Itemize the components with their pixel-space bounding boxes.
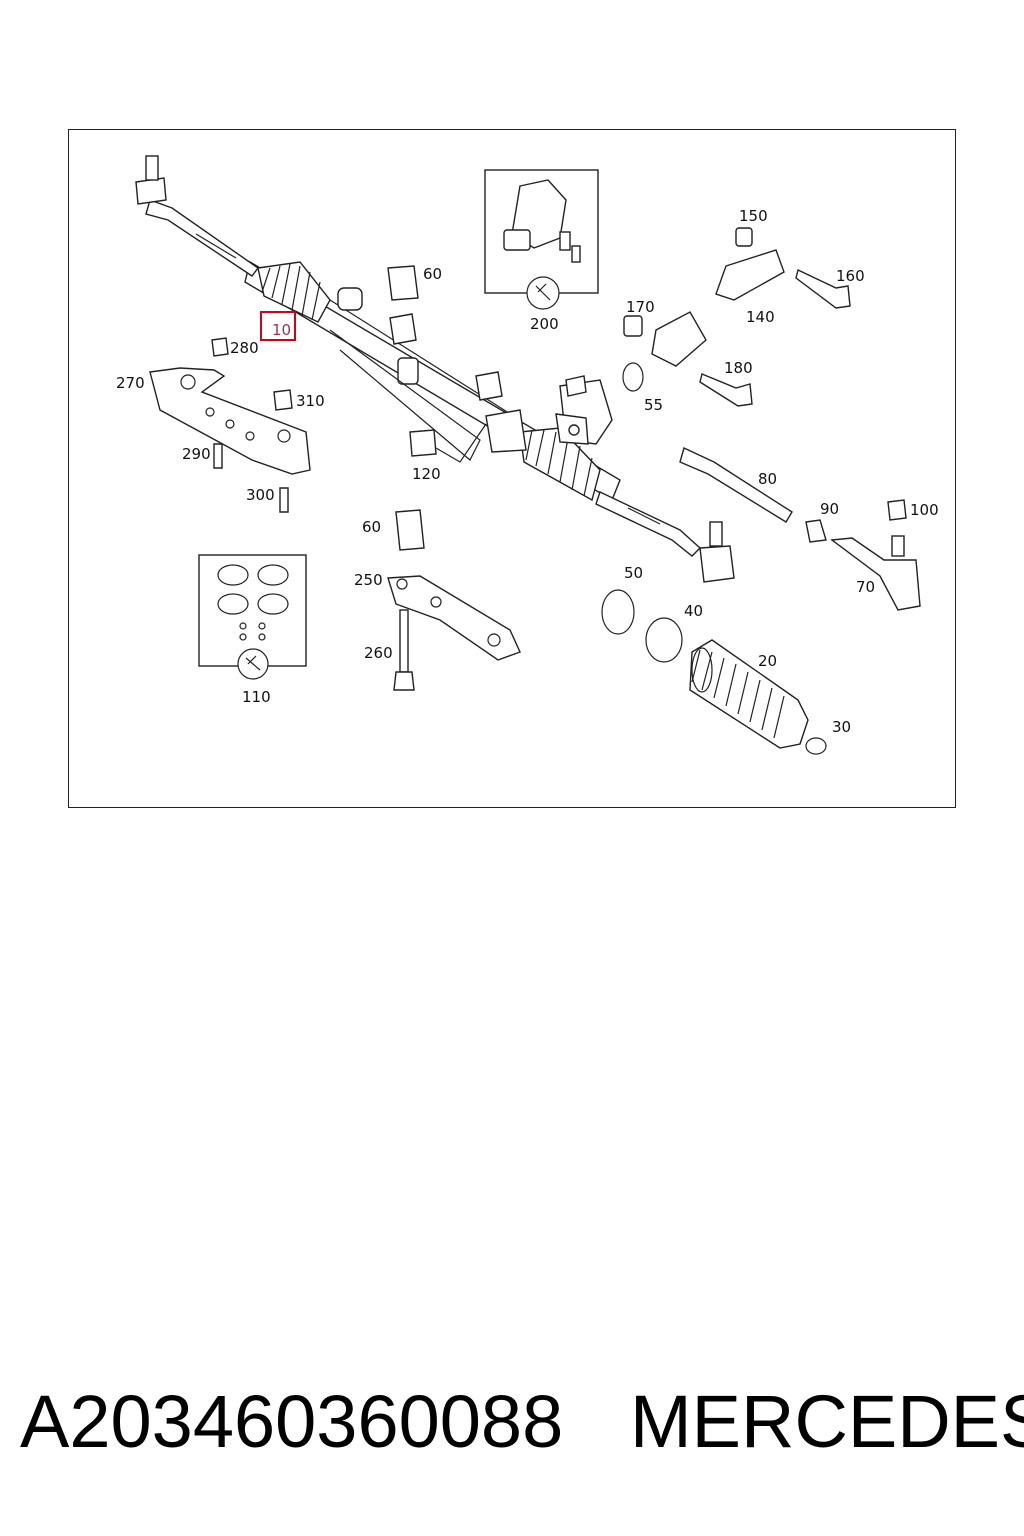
parts-diagram: 10 20 30 40 50 55 60 60 70 80 90 100 110… xyxy=(68,129,956,808)
seal-55 xyxy=(622,362,644,392)
bolt-160 xyxy=(795,269,851,309)
inner-tie-rod-80 xyxy=(679,447,793,523)
callout-200: 200 xyxy=(530,315,559,333)
callout-160: 160 xyxy=(836,267,865,285)
callout-90: 90 xyxy=(820,500,839,518)
shaft-140 xyxy=(715,249,785,301)
callout-120: 120 xyxy=(412,465,441,483)
bolt-290 xyxy=(213,443,223,469)
callout-300: 300 xyxy=(246,486,275,504)
bracket-250 xyxy=(387,575,521,661)
callout-80: 80 xyxy=(758,470,777,488)
callout-270: 270 xyxy=(116,374,145,392)
bolt-300 xyxy=(279,487,289,513)
mount-60-upper xyxy=(387,265,419,301)
callout-100: 100 xyxy=(910,501,939,519)
callout-280: 280 xyxy=(230,339,259,357)
nut-150 xyxy=(735,227,753,247)
callout-20: 20 xyxy=(758,652,777,670)
callout-180: 180 xyxy=(724,359,753,377)
callout-30: 30 xyxy=(832,718,851,736)
joint-140 xyxy=(651,311,707,367)
callout-110: 110 xyxy=(242,688,271,706)
mount-60-lower xyxy=(395,509,425,551)
part-number: A203460360088 xyxy=(20,1380,564,1463)
callout-140: 140 xyxy=(746,308,775,326)
callout-40: 40 xyxy=(684,602,703,620)
right-tie-rod xyxy=(595,491,735,583)
callout-70: 70 xyxy=(856,578,875,596)
callout-310: 310 xyxy=(296,392,325,410)
diagram-frame xyxy=(68,129,956,808)
callout-290: 290 xyxy=(182,445,211,463)
callout-10: 10 xyxy=(272,321,291,339)
tie-rod-end-70 xyxy=(830,537,921,611)
highlight-box xyxy=(260,311,296,341)
callout-55: 55 xyxy=(644,396,663,414)
nut-280 xyxy=(211,337,229,357)
boot-20 xyxy=(689,639,809,749)
nut-310 xyxy=(273,389,293,411)
callout-60-lower: 60 xyxy=(362,518,381,536)
callout-170: 170 xyxy=(626,298,655,316)
brand-name: MERCEDES xyxy=(630,1380,1024,1463)
nut-170 xyxy=(623,315,643,337)
steering-rack xyxy=(244,260,621,502)
callout-50: 50 xyxy=(624,564,643,582)
bolt-180 xyxy=(699,373,753,407)
callout-60-upper: 60 xyxy=(423,265,442,283)
exploded-view-drawing: 10 20 30 40 50 55 60 60 70 80 90 100 110… xyxy=(116,155,939,755)
small-parts xyxy=(211,227,921,755)
part-200-kit xyxy=(484,169,599,310)
part-110-kit xyxy=(198,554,307,680)
left-tie-rod xyxy=(135,155,259,277)
nut-90 xyxy=(805,519,827,543)
ring-50 xyxy=(601,589,635,635)
nut-100 xyxy=(887,499,907,521)
callout-250: 250 xyxy=(354,571,383,589)
caption: A203460360088 MERCEDES xyxy=(20,1374,1024,1474)
stud-70 xyxy=(891,535,905,557)
clamp-30 xyxy=(805,737,827,755)
bolt-260 xyxy=(393,609,415,691)
bushing-120 xyxy=(409,429,437,457)
clamp-40 xyxy=(645,617,683,663)
callout-150: 150 xyxy=(739,207,768,225)
callout-260: 260 xyxy=(364,644,393,662)
